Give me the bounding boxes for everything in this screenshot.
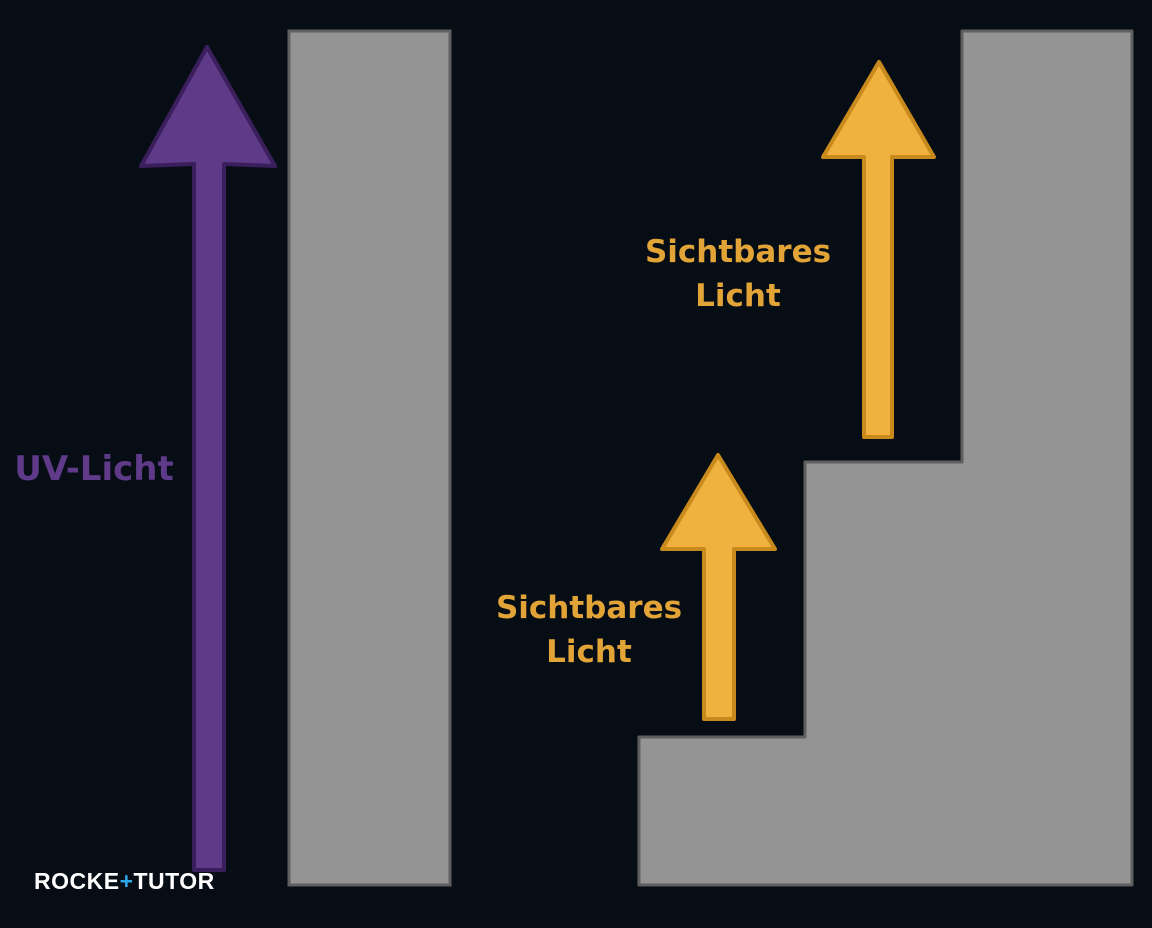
visible-light-lower-label-line2: Licht	[546, 634, 632, 670]
stepped-block	[637, 29, 1134, 887]
visible-light-lower-label-line1: Sichtbares	[496, 590, 682, 626]
visible-light-arrow-lower-icon	[660, 453, 777, 721]
uv-light-label: UV-Licht	[14, 449, 174, 489]
tall-block	[287, 29, 452, 887]
logo-text-rocke: ROCKE	[34, 868, 120, 894]
visible-light-arrow-upper-icon	[821, 60, 936, 439]
logo-plus-icon: +	[119, 868, 134, 894]
logo-text-tutor: TUTOR	[133, 868, 215, 894]
visible-light-upper-label-line2: Licht	[695, 278, 781, 314]
uv-arrow-icon	[139, 45, 277, 872]
visible-light-upper-label-line1: Sichtbares	[645, 234, 831, 270]
brand-logo: ROCKE+TUTOR	[34, 868, 215, 895]
